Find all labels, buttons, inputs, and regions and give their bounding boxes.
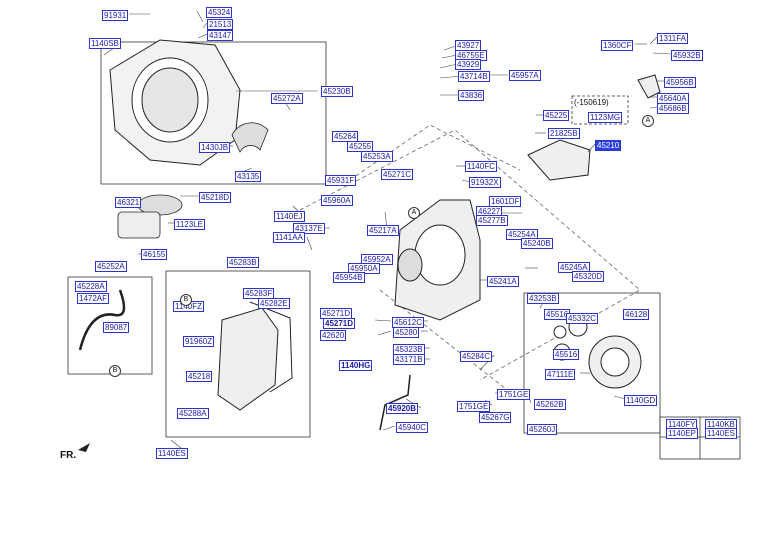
part-label[interactable]: 45288A (177, 408, 209, 419)
part-label[interactable]: 45228A (75, 281, 107, 292)
part-label[interactable]: 45255 (347, 141, 374, 152)
part-label[interactable]: 45262B (534, 399, 566, 410)
part-label[interactable]: 46128 (623, 309, 650, 320)
rear-cover-group-box (523, 292, 661, 434)
part-label[interactable]: 1123LE (174, 219, 205, 230)
part-label[interactable]: 42620 (320, 330, 347, 341)
part-label[interactable]: 45253A (361, 151, 393, 162)
part-label[interactable]: 45241A (487, 276, 519, 287)
oil-pan-drawing (217, 301, 293, 411)
part-label[interactable]: 1123MG (588, 112, 623, 123)
part-label[interactable]: 1140SB (89, 38, 121, 49)
part-label[interactable]: 45320D (572, 271, 605, 282)
part-label[interactable]: 91932X (469, 177, 501, 188)
part-label[interactable]: 45954B (333, 272, 365, 283)
part-label[interactable]: 46155 (141, 249, 168, 260)
part-label[interactable]: 45932B (671, 50, 703, 61)
part-label[interactable]: 1140GD (624, 395, 658, 406)
part-label[interactable]: 1140FC (465, 161, 497, 172)
part-label[interactable]: 1751GE (457, 401, 491, 412)
part-label[interactable]: 1140ES (705, 428, 737, 439)
bearing-shell (231, 122, 269, 153)
part-label[interactable]: 21825B (548, 128, 580, 139)
part-label[interactable]: 21513 (207, 19, 234, 30)
part-label[interactable]: 45252A (95, 261, 127, 272)
part-label[interactable]: 89087 (103, 322, 130, 333)
part-label[interactable]: 45960A (321, 195, 353, 206)
part-label-highlighted[interactable]: 45210 (595, 140, 622, 151)
part-label[interactable]: 1140HG (339, 360, 373, 371)
part-label[interactable]: 1140EJ (274, 211, 305, 222)
part-label[interactable]: 45277B (476, 215, 508, 226)
part-label[interactable]: 45956B (664, 77, 696, 88)
part-label[interactable]: 45217A (367, 225, 399, 236)
part-label[interactable]: 91931 (102, 10, 129, 21)
part-label[interactable]: 1472AF (77, 293, 110, 304)
part-label[interactable]: 45271C (381, 169, 414, 180)
callout-b: B (109, 365, 121, 377)
part-label[interactable]: 1141AA (273, 232, 305, 243)
part-label[interactable]: 46321 (115, 197, 142, 208)
part-label[interactable]: 45324 (206, 7, 233, 18)
part-label[interactable]: 45264 (332, 131, 359, 142)
part-label[interactable]: 1601DF (489, 196, 522, 207)
oil-pan-group-box (165, 270, 311, 438)
sensor-drawing (637, 74, 661, 99)
part-label[interactable]: 45280 (393, 327, 420, 338)
part-label[interactable]: 1430JB (199, 142, 231, 153)
callout-a: A (642, 115, 654, 127)
part-label[interactable]: 43171B (393, 354, 425, 365)
part-label[interactable]: 45240B (521, 238, 553, 249)
part-label[interactable]: 45282E (258, 298, 290, 309)
part-label[interactable]: 1751GE (497, 389, 531, 400)
part-label[interactable]: 1360CF (601, 40, 634, 51)
harness-drawing (379, 374, 411, 431)
part-label[interactable]: 45272A (271, 93, 303, 104)
part-label[interactable]: 45230B (321, 86, 353, 97)
bell-housing-drawing (109, 39, 241, 166)
part-label[interactable]: 45332C (566, 313, 599, 324)
front-direction-label: FR. (60, 450, 77, 461)
part-label[interactable]: 1140EP (666, 428, 698, 439)
part-label[interactable]: 45516 (553, 349, 580, 360)
part-label[interactable]: 45284C (460, 351, 493, 362)
part-label[interactable]: 43137E (293, 223, 325, 234)
part-label[interactable]: 45920B (386, 403, 419, 414)
bell-housing-group-box (100, 41, 327, 185)
part-label[interactable]: 43714B (458, 71, 490, 82)
part-label[interactable]: 43836 (458, 90, 485, 101)
part-label[interactable]: 45686B (657, 103, 689, 114)
part-label[interactable]: 45225 (543, 110, 570, 121)
callout-b: B (180, 294, 192, 306)
part-label[interactable]: 45218D (199, 192, 232, 203)
part-label[interactable]: 45267G (479, 412, 512, 423)
breather-hose-drawing (78, 289, 126, 351)
part-label[interactable]: 45940C (396, 422, 429, 433)
part-label[interactable]: 45931F (325, 175, 357, 186)
part-label[interactable]: 47111E (545, 369, 576, 380)
rear-cover-drawing (553, 317, 642, 389)
front-arrow-icon (78, 443, 90, 452)
transmission-case-drawing (394, 199, 481, 321)
part-label[interactable]: 45218 (186, 371, 213, 382)
part-label[interactable]: 45271D (323, 318, 356, 329)
part-label[interactable]: 91960Z (183, 336, 215, 347)
callout-a: A (408, 207, 420, 219)
part-label[interactable]: 1140ES (156, 448, 188, 459)
part-label[interactable]: 45283B (227, 257, 259, 268)
bracket-drawing (527, 139, 591, 181)
part-label[interactable]: 45957A (509, 70, 541, 81)
bracket-group-box (571, 95, 629, 125)
part-label[interactable]: 43929 (455, 59, 482, 70)
part-label[interactable]: 43253B (527, 293, 559, 304)
filter-element (117, 211, 161, 239)
date-range-note: (-150619) (574, 98, 609, 107)
part-label[interactable]: 1311FA (657, 33, 688, 44)
part-label[interactable]: 43135 (235, 171, 262, 182)
part-label[interactable]: 43147 (207, 30, 234, 41)
part-label[interactable]: 45260J (527, 424, 558, 435)
